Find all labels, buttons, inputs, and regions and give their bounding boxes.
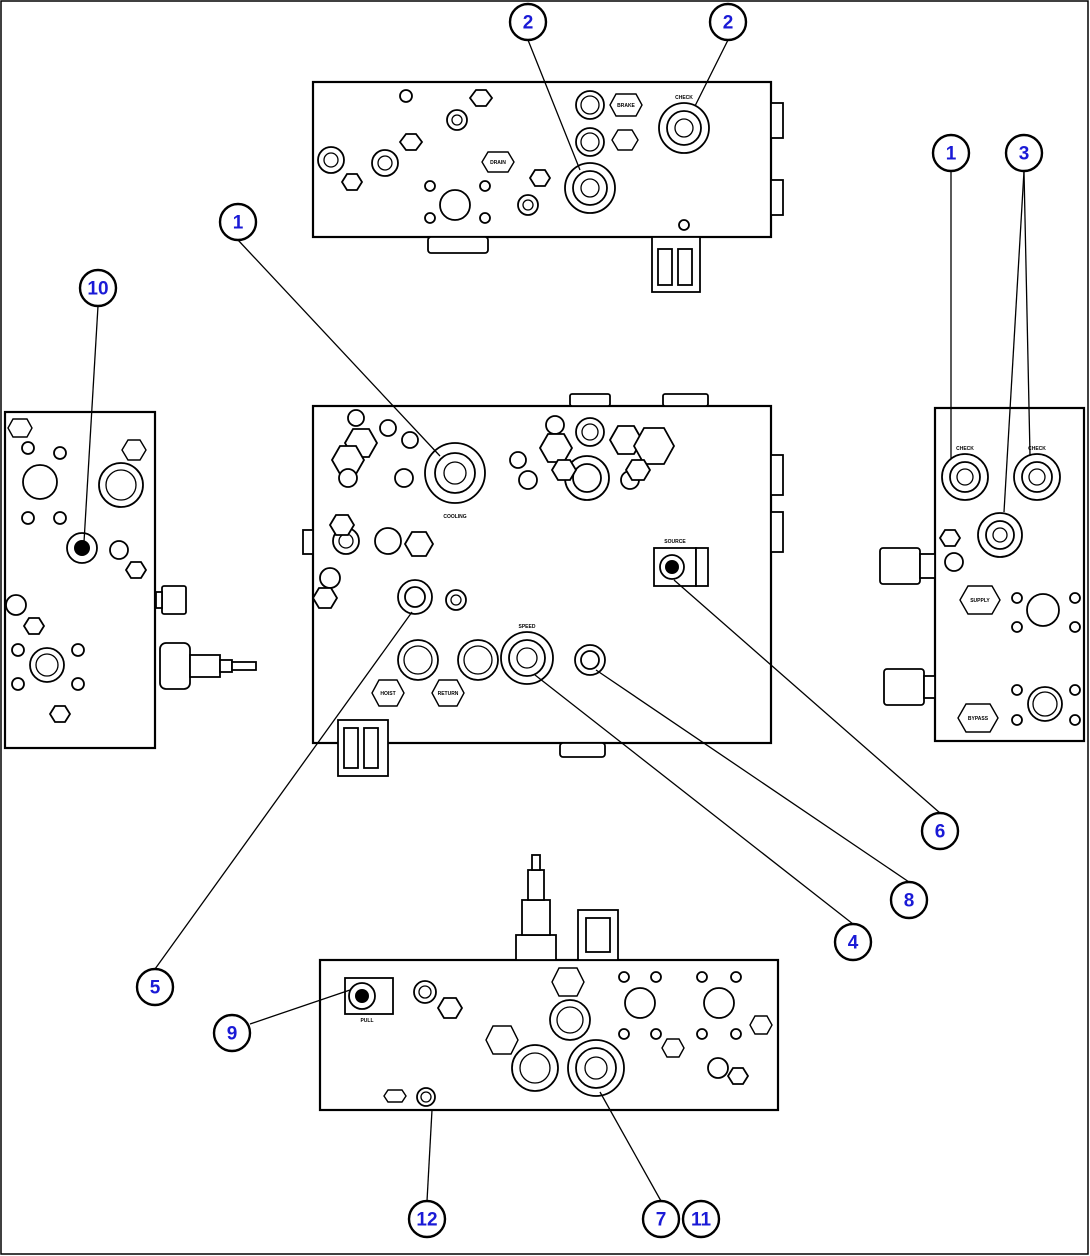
svg-text:7: 7 — [656, 1210, 667, 1231]
svg-text:2: 2 — [523, 13, 534, 34]
callout-2-right: 2 — [708, 2, 748, 42]
svg-text:2: 2 — [723, 13, 734, 34]
svg-text:RETURN: RETURN — [438, 691, 459, 697]
svg-text:9: 9 — [227, 1024, 238, 1045]
svg-text:PULL: PULL — [360, 1018, 373, 1024]
svg-text:COOLING: COOLING — [443, 514, 466, 520]
svg-text:12: 12 — [416, 1210, 437, 1231]
leader-lines — [83, 39, 1031, 1202]
svg-text:SUPPLY: SUPPLY — [970, 598, 990, 604]
manifold-bottom-view: PULL — [318, 854, 780, 1112]
svg-text:10: 10 — [87, 279, 108, 300]
svg-text:CHECK: CHECK — [1028, 446, 1046, 452]
callout-12: 12 — [407, 1199, 447, 1239]
manifold-left-view — [3, 410, 257, 750]
callout-1-center: 1 — [218, 202, 258, 242]
svg-text:5: 5 — [150, 978, 161, 999]
svg-text:HOIST: HOIST — [380, 691, 395, 697]
svg-text:6: 6 — [935, 822, 946, 843]
svg-text:DRAIN: DRAIN — [490, 160, 506, 166]
svg-text:8: 8 — [904, 891, 915, 912]
callout-8: 8 — [889, 880, 929, 920]
callout-2-left: 2 — [508, 2, 548, 42]
manifold-top-view: DRAIN BRAKE CHECK — [311, 80, 784, 293]
svg-text:1: 1 — [233, 213, 244, 234]
svg-text:CHECK: CHECK — [675, 95, 693, 101]
callout-9: 9 — [212, 1013, 252, 1053]
callout-6: 6 — [920, 811, 960, 851]
svg-text:CHECK: CHECK — [956, 446, 974, 452]
svg-text:SPEED: SPEED — [519, 624, 536, 630]
svg-text:BRAKE: BRAKE — [617, 103, 635, 109]
svg-text:4: 4 — [848, 933, 859, 954]
svg-text:SOURCE: SOURCE — [664, 539, 686, 545]
manifold-front-view: COOLING SOURCE HOIST RETURN SPEED — [302, 393, 784, 777]
callout-4: 4 — [833, 922, 873, 962]
callout-3: 3 — [1004, 133, 1044, 173]
svg-text:3: 3 — [1019, 144, 1030, 165]
callout-1-right: 1 — [931, 133, 971, 173]
svg-text:11: 11 — [691, 1210, 712, 1231]
callout-11: 11 — [681, 1199, 721, 1239]
callout-7: 7 — [641, 1199, 681, 1239]
callout-5: 5 — [135, 967, 175, 1007]
svg-text:BYPASS: BYPASS — [968, 716, 989, 722]
manifold-right-view: CHECK CHECK SUPPLY BYPASS — [879, 406, 1086, 743]
svg-text:1: 1 — [946, 144, 957, 165]
callout-10: 10 — [78, 268, 118, 308]
